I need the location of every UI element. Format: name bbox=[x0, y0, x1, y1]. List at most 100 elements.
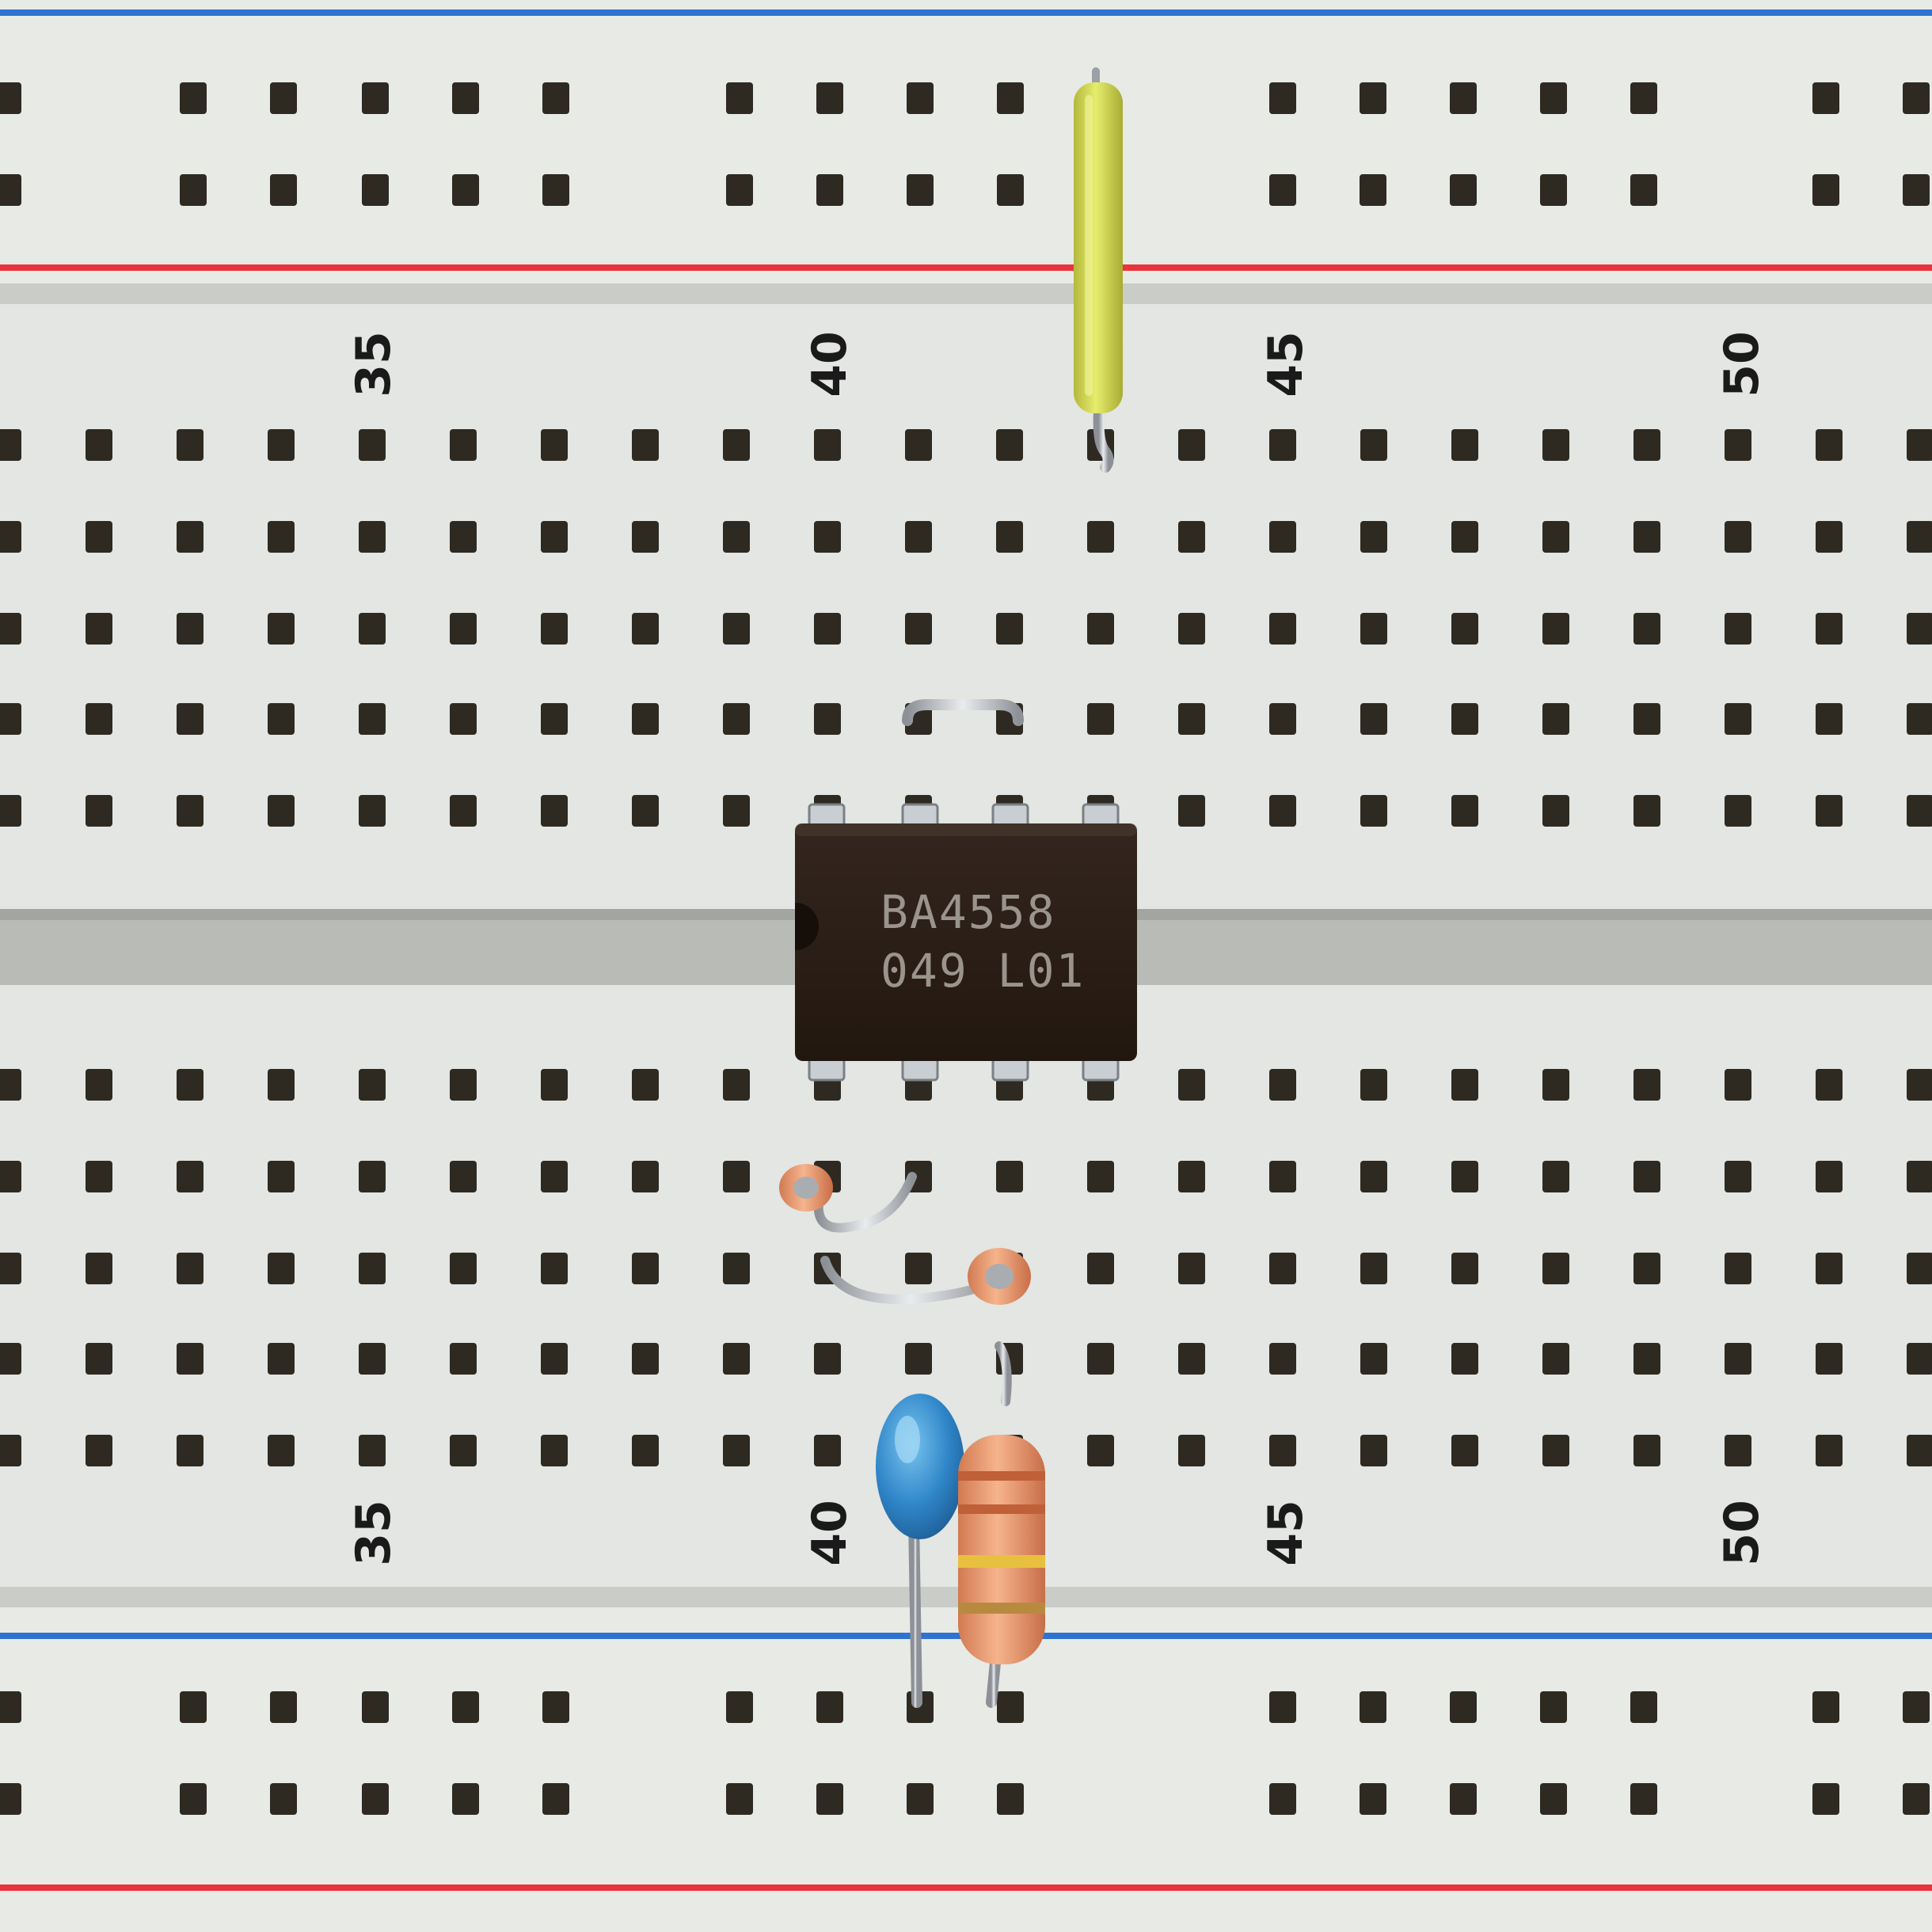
breadboard-hole bbox=[268, 613, 295, 645]
breadboard-hole bbox=[1816, 429, 1843, 461]
breadboard-hole bbox=[1816, 1343, 1843, 1375]
lower-column-number: 50 bbox=[1714, 1500, 1770, 1566]
breadboard-hole bbox=[723, 1161, 750, 1192]
breadboard-hole bbox=[177, 1343, 203, 1375]
breadboard-hole bbox=[1725, 795, 1751, 827]
breadboard-hole bbox=[1360, 82, 1386, 114]
breadboard-hole bbox=[1450, 1783, 1477, 1815]
breadboard-hole bbox=[270, 1691, 297, 1723]
breadboard-hole bbox=[1360, 1253, 1387, 1284]
breadboard-hole bbox=[814, 613, 841, 645]
breadboard-hole bbox=[726, 82, 753, 114]
chip-pins-bottom bbox=[808, 1055, 1120, 1082]
breadboard-hole bbox=[270, 82, 297, 114]
breadboard-hole bbox=[907, 82, 934, 114]
breadboard-hole bbox=[632, 1069, 659, 1101]
breadboard-hole bbox=[632, 1343, 659, 1375]
breadboard-hole bbox=[1816, 795, 1843, 827]
breadboard-hole bbox=[177, 1161, 203, 1192]
chip-notch bbox=[795, 903, 819, 950]
breadboard-hole bbox=[180, 1783, 207, 1815]
breadboard-hole bbox=[450, 429, 477, 461]
breadboard-hole bbox=[1725, 1343, 1751, 1375]
breadboard-hole bbox=[1451, 1253, 1478, 1284]
breadboard-hole bbox=[0, 82, 21, 114]
breadboard-hole bbox=[1269, 1069, 1296, 1101]
breadboard-hole bbox=[726, 1691, 753, 1723]
breadboard-hole bbox=[814, 521, 841, 553]
breadboard-hole bbox=[723, 613, 750, 645]
breadboard-hole bbox=[1816, 1161, 1843, 1192]
breadboard-hole bbox=[1360, 174, 1386, 206]
breadboard-hole bbox=[1903, 82, 1930, 114]
breadboard-hole bbox=[542, 1691, 569, 1723]
breadboard-hole bbox=[1450, 1691, 1477, 1723]
breadboard-hole bbox=[177, 795, 203, 827]
breadboard-hole bbox=[723, 1343, 750, 1375]
breadboard-hole bbox=[268, 795, 295, 827]
breadboard-hole bbox=[362, 174, 389, 206]
breadboard-hole bbox=[1450, 174, 1477, 206]
breadboard-hole bbox=[996, 521, 1023, 553]
breadboard-hole bbox=[1451, 1161, 1478, 1192]
breadboard-hole bbox=[907, 1783, 934, 1815]
breadboard-hole bbox=[1816, 1253, 1843, 1284]
breadboard-hole bbox=[1178, 613, 1205, 645]
lower-column-number: 35 bbox=[346, 1500, 401, 1566]
breadboard-hole bbox=[177, 1435, 203, 1466]
breadboard-hole bbox=[359, 1161, 386, 1192]
breadboard-hole bbox=[177, 1069, 203, 1101]
breadboard-hole bbox=[86, 1161, 112, 1192]
bottom-power-rail bbox=[0, 1607, 1932, 1932]
breadboard-hole bbox=[996, 613, 1023, 645]
breadboard-hole bbox=[1725, 1161, 1751, 1192]
breadboard-hole bbox=[1540, 1691, 1567, 1723]
breadboard-hole bbox=[1178, 1161, 1205, 1192]
breadboard-hole bbox=[1269, 1783, 1296, 1815]
resistor bbox=[958, 1341, 1045, 1708]
breadboard-hole bbox=[1360, 429, 1387, 461]
breadboard-hole bbox=[1630, 1691, 1657, 1723]
breadboard-hole bbox=[1269, 174, 1296, 206]
breadboard-hole bbox=[1087, 613, 1114, 645]
breadboard-hole bbox=[1178, 1435, 1205, 1466]
breadboard-hole bbox=[541, 703, 568, 735]
breadboard-hole bbox=[723, 1253, 750, 1284]
breadboard-hole bbox=[1542, 1343, 1569, 1375]
breadboard-hole bbox=[452, 82, 479, 114]
breadboard-hole bbox=[1451, 1435, 1478, 1466]
breadboard-hole bbox=[86, 1069, 112, 1101]
breadboard-hole bbox=[1269, 703, 1296, 735]
ic-chip: BA4558 049 L01 bbox=[795, 803, 1137, 1082]
breadboard-hole bbox=[1087, 1435, 1114, 1466]
top-power-rail bbox=[0, 0, 1932, 285]
breadboard-hole bbox=[1633, 1253, 1660, 1284]
breadboard-hole bbox=[1903, 1691, 1930, 1723]
breadboard-hole bbox=[268, 703, 295, 735]
upper-column-number: 35 bbox=[346, 331, 401, 397]
breadboard-hole bbox=[268, 1435, 295, 1466]
breadboard-hole bbox=[86, 703, 112, 735]
breadboard-hole bbox=[0, 1069, 21, 1101]
breadboard-hole bbox=[1903, 1783, 1930, 1815]
breadboard-hole bbox=[362, 1783, 389, 1815]
resistor-hoops bbox=[779, 1164, 1031, 1305]
breadboard-hole bbox=[1816, 1069, 1843, 1101]
chip-marking-line1: BA4558 bbox=[880, 885, 1056, 939]
breadboard-hole bbox=[816, 174, 843, 206]
breadboard-hole bbox=[541, 1069, 568, 1101]
resistor-band bbox=[958, 1471, 1045, 1481]
breadboard-hole bbox=[362, 1691, 389, 1723]
breadboard-hole bbox=[1633, 795, 1660, 827]
breadboard-hole bbox=[1725, 1435, 1751, 1466]
breadboard-hole bbox=[632, 429, 659, 461]
breadboard-hole bbox=[177, 429, 203, 461]
breadboard-hole bbox=[1907, 795, 1932, 827]
breadboard-hole bbox=[1907, 1069, 1932, 1101]
breadboard-hole bbox=[86, 429, 112, 461]
breadboard-hole bbox=[1633, 1435, 1660, 1466]
lower-column-number: 40 bbox=[802, 1500, 858, 1566]
breadboard-hole bbox=[632, 1435, 659, 1466]
breadboard-hole bbox=[450, 1253, 477, 1284]
breadboard-hole bbox=[450, 795, 477, 827]
